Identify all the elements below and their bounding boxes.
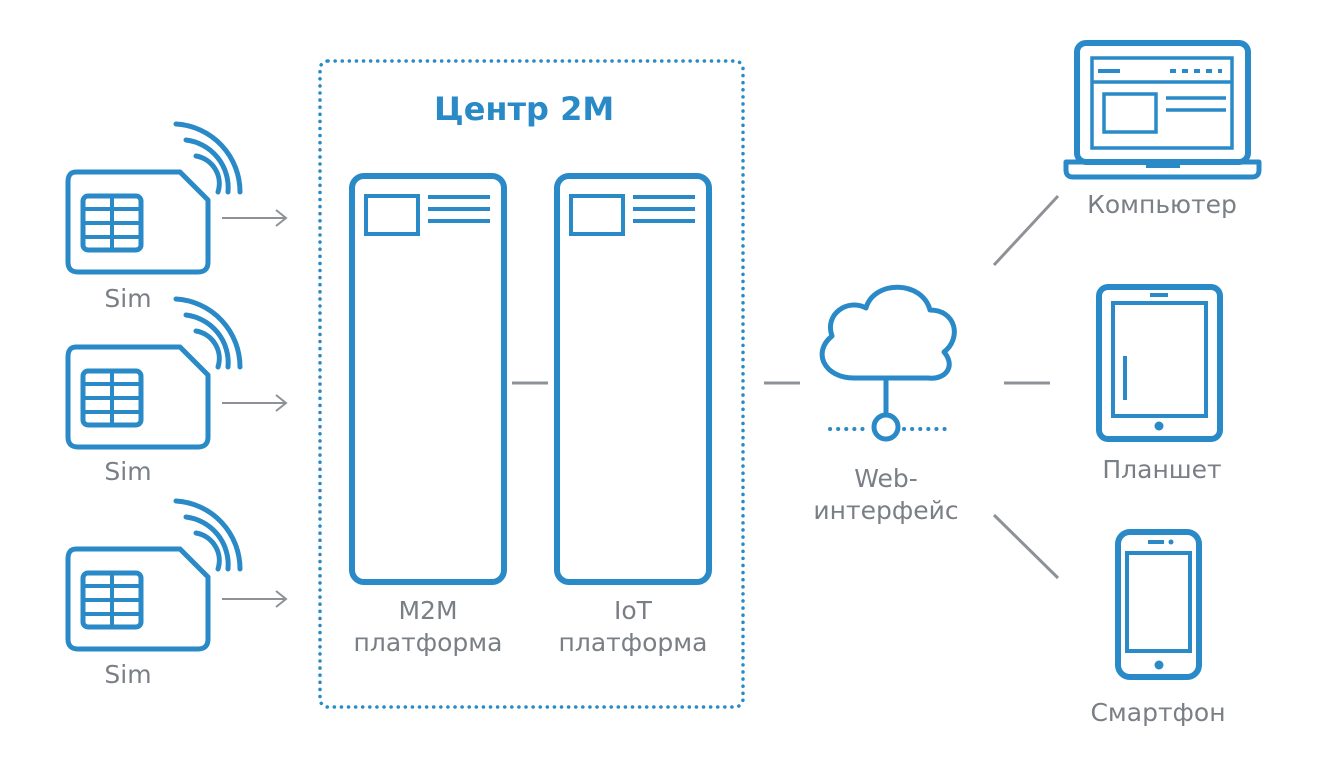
center-title: Центр 2М <box>434 90 615 128</box>
cloud-network-icon <box>819 284 957 442</box>
computer-label: Компьютер <box>1087 190 1237 219</box>
sim-card-icon <box>68 501 240 649</box>
laptop-icon <box>1063 40 1262 180</box>
sim-label: Sim <box>104 660 152 689</box>
sim-arrow <box>221 590 287 608</box>
smartphone-label: Смартфон <box>1090 698 1226 727</box>
sim-card-icon <box>68 124 240 272</box>
tablet-label: Планшет <box>1102 455 1222 484</box>
m2m-platform-icon <box>352 176 504 582</box>
smartphone-icon <box>1115 529 1202 680</box>
m2m-platform-label-line1: M2M <box>398 596 458 625</box>
sim-arrow <box>221 209 287 227</box>
m2m-platform-label-line2: платформа <box>353 628 503 657</box>
iot-platform-label-line1: IoT <box>614 596 652 625</box>
web-interface-label-line1: Web- <box>854 464 918 493</box>
iot-platform-icon <box>557 176 709 582</box>
computer-connector <box>992 194 1060 267</box>
web-interface-label-line2: интерфейс <box>813 496 959 525</box>
smartphone-connector <box>992 513 1060 580</box>
tablet-icon <box>1096 284 1223 442</box>
sim-card-icon <box>68 299 240 447</box>
sim-arrow <box>221 394 287 412</box>
center-2m-frame <box>318 59 745 709</box>
sim-label: Sim <box>104 457 152 486</box>
iot-platform-label-line2: платформа <box>558 628 708 657</box>
sim-label: Sim <box>104 284 152 313</box>
